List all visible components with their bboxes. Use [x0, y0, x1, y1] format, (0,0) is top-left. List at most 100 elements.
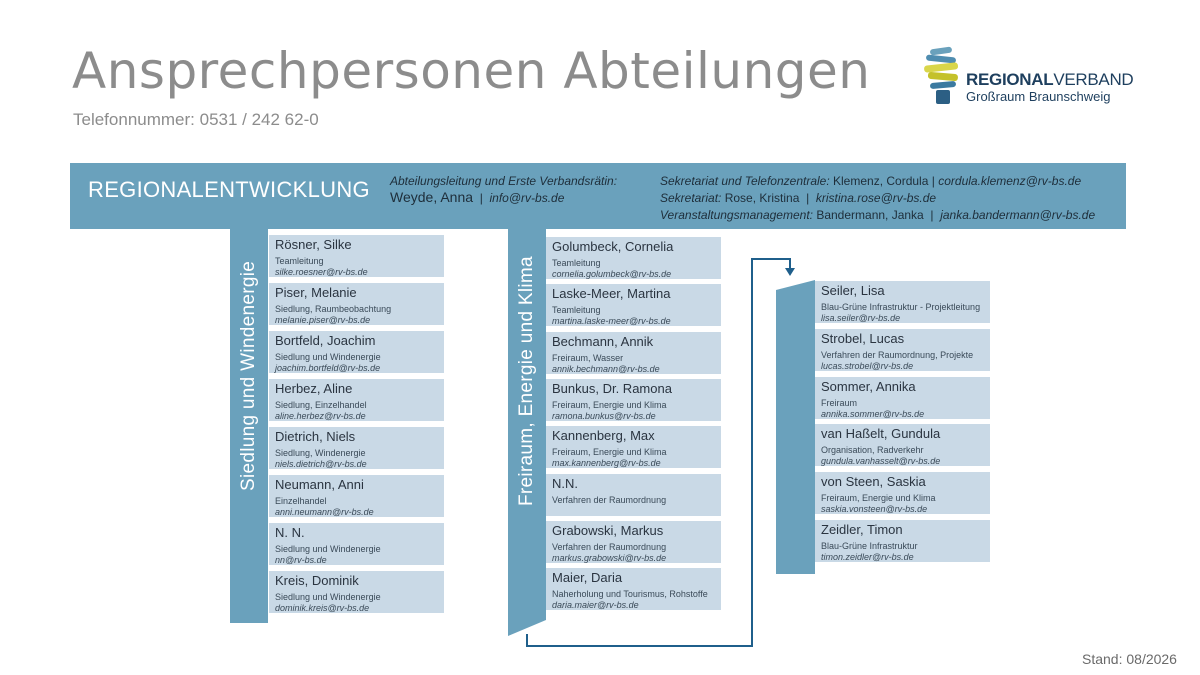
person-role: Verfahren der Raumordnung [552, 541, 667, 552]
person-role: Siedlung, Windenergie [275, 448, 366, 458]
lead-email[interactable]: info@rv-bs.de [489, 191, 565, 205]
person-role: Einzelhandel [275, 496, 327, 506]
person-role: Freiraum, Energie und Klima [821, 493, 936, 504]
person-email[interactable]: markus.grabowski@rv-bs.de [552, 552, 667, 563]
person-email[interactable]: aline.herbez@rv-bs.de [275, 411, 366, 421]
person-email[interactable]: dominik.kreis@rv-bs.de [275, 603, 370, 613]
logo-name: REGIONALVERBAND [966, 70, 1134, 90]
lead-separator: | [479, 191, 483, 205]
person-email[interactable]: melanie.piser@rv-bs.de [275, 315, 371, 325]
person-name: Grabowski, Markus [552, 522, 664, 538]
person-name: Dietrich, Niels [275, 429, 356, 444]
department-lead: Abteilungsleitung und Erste Verbandsräti… [390, 173, 617, 206]
person-name: Bunkus, Dr. Ramona [552, 380, 672, 396]
secretariat-email[interactable]: kristina.rose@rv-bs.de [815, 191, 937, 205]
person-name: Piser, Melanie [275, 285, 357, 300]
person-email[interactable]: lucas.strobel@rv-bs.de [821, 360, 914, 371]
person-name: Bechmann, Annik [552, 333, 654, 349]
secretariat-role: Sekretariat und Telefonzentrale: [660, 174, 830, 188]
secretariat-name: Klemenz, Cordula [833, 174, 929, 188]
secretariat-role: Sekretariat: [660, 191, 722, 205]
team-bar-continuation [776, 280, 815, 574]
person-email[interactable]: joachim.bortfeld@rv-bs.de [275, 363, 381, 373]
person-email[interactable]: max.kannenberg@rv-bs.de [552, 458, 661, 469]
logo-subtitle: Großraum Braunschweig [966, 89, 1111, 104]
person-email[interactable]: silke.roesner@rv-bs.de [275, 267, 368, 277]
secretariat-email[interactable]: cordula.klemenz@rv-bs.de [938, 174, 1082, 188]
person-name: van Haßelt, Gundula [821, 426, 941, 442]
status-date: Stand: 08/2026 [1082, 651, 1177, 667]
person-name: Zeidler, Timon [821, 522, 903, 537]
regionalverband-logo: REGIONALVERBAND Großraum Braunschweig [920, 44, 1150, 106]
person-email[interactable]: annik.bechmann@rv-bs.de [552, 363, 660, 374]
department-name: REGIONALENTWICKLUNG [88, 177, 370, 202]
person-name: Golumbeck, Cornelia [552, 239, 674, 254]
department-banner: REGIONALENTWICKLUNG Abteilungsleitung un… [70, 163, 1126, 229]
team-bar-siedlung: Siedlung und Windenergie [230, 229, 268, 623]
person-name: Kreis, Dominik [275, 573, 359, 588]
person-role: Siedlung und Windenergie [275, 592, 381, 602]
person-name: Laske-Meer, Martina [552, 286, 671, 302]
secretariat-email[interactable]: janka.bandermann@rv-bs.de [940, 208, 1096, 222]
secretariat-role: Veranstaltungsmanagement: [660, 208, 813, 222]
secretariat-row: Veranstaltungsmanagement: Bandermann, Ja… [660, 207, 1095, 224]
person-role: Teamleitung [552, 305, 601, 316]
person-name: Rösner, Silke [275, 237, 352, 252]
team-label-freiraum: Freiraum, Energie und Klima [516, 256, 537, 506]
person-email[interactable]: gundula.vanhasselt@rv-bs.de [821, 456, 941, 467]
person-email[interactable]: lisa.seiler@rv-bs.de [821, 313, 901, 323]
person-role: Teamleitung [275, 256, 324, 266]
person-name: Sommer, Annika [821, 378, 916, 394]
person-email[interactable]: saskia.vonsteen@rv-bs.de [821, 504, 928, 515]
person-email[interactable]: anni.neumann@rv-bs.de [275, 507, 374, 517]
arrow-head-icon [785, 268, 795, 276]
person-name: N. N. [275, 525, 305, 540]
person-role: Teamleitung [552, 258, 601, 268]
person-email[interactable]: daria.maier@rv-bs.de [552, 600, 639, 611]
person-email[interactable]: cornelia.golumbeck@rv-bs.de [552, 269, 672, 279]
person-email[interactable]: nn@rv-bs.de [275, 555, 327, 565]
person-role: Naherholung und Tourismus, Rohstoffe [552, 589, 708, 600]
person-role: Blau-Grüne Infrastruktur [821, 541, 918, 551]
continuation-arrow-line [526, 258, 791, 647]
secretariat-separator: | [930, 208, 934, 222]
person-name: Herbez, Aline [275, 381, 353, 396]
secretariat-name: Bandermann, Janka [816, 208, 924, 222]
logo-mark-icon [924, 46, 959, 104]
person-name: Kannenberg, Max [552, 428, 655, 444]
person-name: Maier, Daria [552, 570, 623, 586]
secretariat-separator: | [806, 191, 810, 205]
person-card: N.N.Verfahren der Raumordnung [546, 473, 721, 516]
person-email[interactable]: ramona.bunkus@rv-bs.de [552, 410, 656, 421]
person-email[interactable]: timon.zeidler@rv-bs.de [821, 552, 914, 562]
secretariat-row: Sekretariat und Telefonzentrale: Klemenz… [660, 173, 1095, 190]
person-role: Siedlung, Raumbeobachtung [275, 304, 392, 314]
person-email[interactable]: niels.dietrich@rv-bs.de [275, 459, 367, 469]
team-bar-freiraum [508, 229, 546, 636]
person-role: Freiraum, Wasser [552, 352, 624, 363]
secretariat-name: Rose, Kristina [724, 191, 800, 205]
secretariat-list: Sekretariat und Telefonzentrale: Klemenz… [660, 173, 1095, 224]
person-email[interactable]: annika.sommer@rv-bs.de [821, 408, 925, 419]
page-title: Ansprechpersonen Abteilungen [72, 42, 871, 100]
person-email[interactable]: martina.laske-meer@rv-bs.de [552, 316, 671, 327]
